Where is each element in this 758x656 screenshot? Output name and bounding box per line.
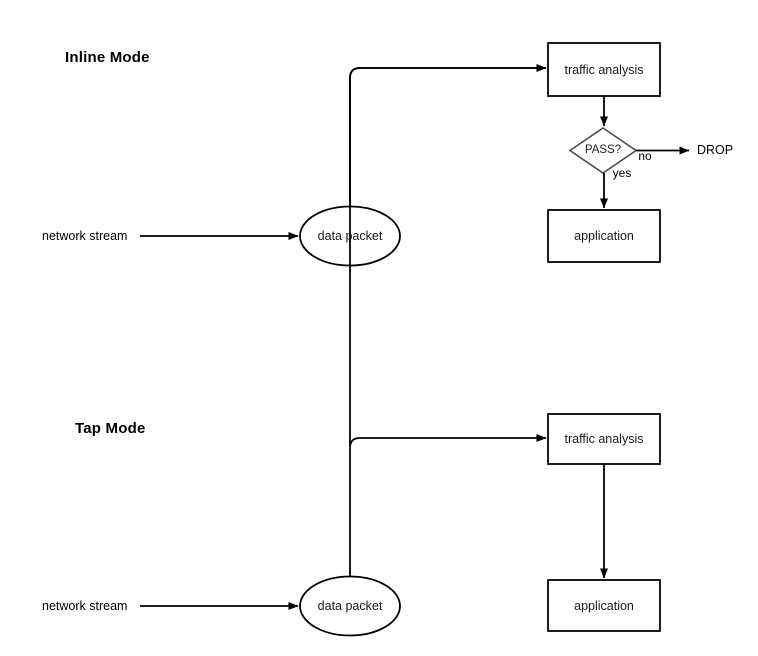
inline-mode-group — [140, 42, 690, 446]
inline-application-label: application — [574, 229, 634, 243]
tap-traffic-analysis-label: traffic analysis — [564, 432, 644, 446]
inline-data-packet-label: data packet — [317, 229, 383, 243]
inline-packet-elbow-path — [349, 64, 547, 207]
inline-edge-label-yes: yes — [612, 166, 632, 180]
inline-traffic-analysis-label: traffic analysis — [564, 63, 644, 77]
inline-network-stream-label: network stream — [42, 229, 128, 243]
tap-network-stream-label: network stream — [42, 599, 128, 613]
tap-application-label: application — [574, 599, 634, 613]
inline-decision-label: PASS? — [584, 144, 622, 156]
inline-application-box[interactable] — [547, 209, 661, 263]
inline-mode-title: Inline Mode — [65, 49, 150, 66]
tap-mode-title: Tap Mode — [75, 420, 146, 437]
tap-mode-group — [140, 413, 661, 637]
inline-drop-label: DROP — [697, 143, 734, 157]
inline-decision-diamond[interactable] — [568, 127, 638, 174]
inline-edge-label-no: no — [638, 149, 652, 163]
tap-packet-to-analysis-arrow — [349, 434, 547, 577]
tap-data-packet-label: data packet — [317, 599, 383, 613]
tap-application-box[interactable] — [547, 579, 661, 632]
inline-traffic-analysis-box[interactable] — [547, 42, 661, 97]
